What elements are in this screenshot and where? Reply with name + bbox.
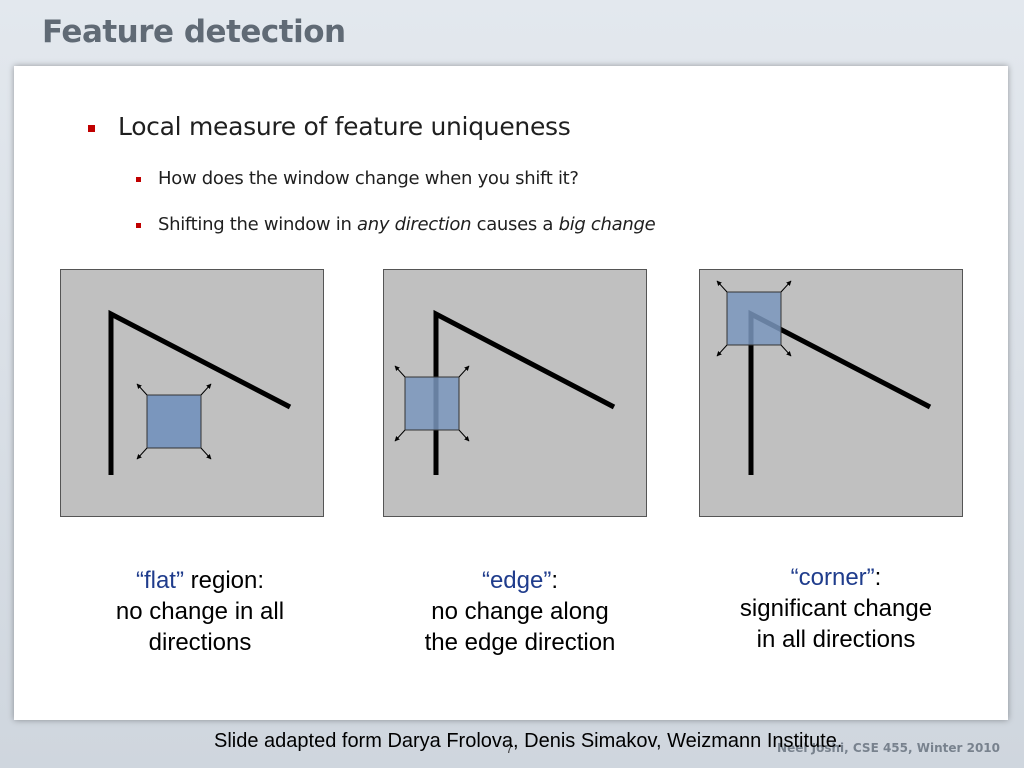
flat-caption-line1: “flat” region: [50, 565, 350, 596]
bullet-marker [136, 223, 141, 228]
bullet-marker [88, 125, 95, 132]
shift-arrow [716, 344, 728, 357]
edge-caption: “edge”: no change along the edge directi… [370, 565, 670, 658]
corner-caption-line3: in all directions [756, 626, 916, 653]
bullet-sub-1: How does the window change when you shif… [136, 168, 579, 189]
flat-caption: “flat” region: no change in all directio… [50, 565, 350, 658]
shift-arrow [458, 429, 470, 442]
edge-caption-rest: : [551, 567, 559, 594]
bullet-sub-2-mid: causes a [471, 214, 559, 235]
edge-diagram [383, 269, 647, 517]
shift-arrow [716, 280, 728, 293]
flat-caption-line3: directions [148, 629, 252, 656]
detection-window [146, 394, 202, 449]
bullet-main-text: Local measure of feature uniqueness [118, 112, 571, 141]
bullet-sub-2-em2: big change [558, 214, 656, 235]
slide-title: Feature detection [42, 14, 346, 50]
shift-arrow [394, 429, 406, 442]
flat-term: “flat” [135, 567, 184, 594]
bullet-main: Local measure of feature uniqueness [88, 112, 571, 141]
corner-shape-line [433, 309, 616, 475]
corner-caption-line2: significant change [739, 595, 933, 622]
corner-term: “corner” [790, 564, 875, 591]
footer-author: Neel Joshi, CSE 455, Winter 2010 [777, 741, 1000, 755]
bullet-sub-2-text: Shifting the window in any direction cau… [158, 214, 656, 235]
bullet-marker [136, 177, 141, 182]
corner-diagram [699, 269, 963, 517]
shift-arrow [200, 447, 212, 460]
page-number: 7 [506, 742, 513, 756]
flat-caption-rest: region: [183, 567, 265, 594]
edge-term: “edge” [481, 567, 552, 594]
slide-credit: Slide adapted form Darya Frolova, Denis … [214, 730, 843, 752]
bullet-sub-2-em1: any direction [356, 214, 472, 235]
edge-caption-line1: “edge”: [370, 565, 670, 596]
corner-shape-line [108, 309, 292, 475]
shift-arrow [200, 383, 212, 396]
detection-window [726, 291, 782, 346]
corner-caption-rest: : [874, 564, 882, 591]
shift-arrow [780, 280, 792, 293]
flat-caption-line2: no change in all [115, 598, 285, 625]
shift-arrow [136, 447, 148, 460]
bullet-sub-2-pre: Shifting the window in [158, 214, 357, 235]
shift-arrow [780, 344, 792, 357]
bullet-sub-2: Shifting the window in any direction cau… [136, 214, 656, 235]
edge-caption-line2: no change along [431, 598, 609, 625]
shift-arrow [136, 383, 148, 396]
bullet-sub-1-text: How does the window change when you shif… [158, 168, 579, 189]
flat-region-diagram [60, 269, 324, 517]
shift-arrow [394, 365, 406, 378]
corner-caption: “corner”: significant change in all dire… [686, 562, 986, 655]
edge-caption-line3: the edge direction [424, 629, 616, 656]
detection-window [404, 376, 460, 431]
corner-caption-line1: “corner”: [686, 562, 986, 593]
shift-arrow [458, 365, 470, 378]
